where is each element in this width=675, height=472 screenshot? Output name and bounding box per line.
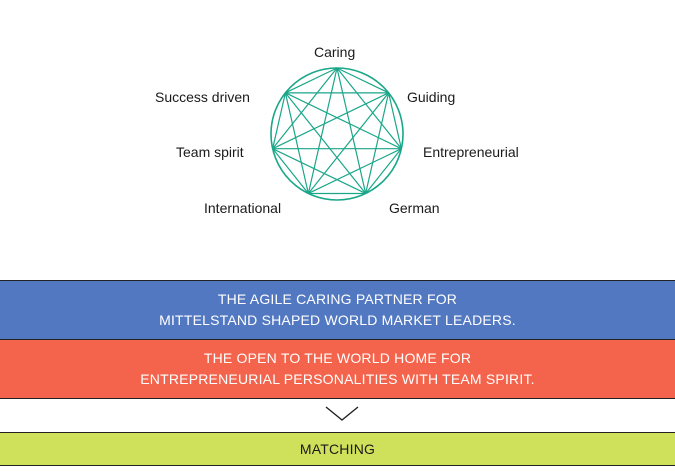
- node-label-international: International: [204, 200, 282, 216]
- connection-line: [284, 92, 309, 194]
- connection-line: [365, 148, 402, 194]
- connection-line: [336, 67, 402, 150]
- connection-line: [285, 67, 338, 94]
- connection-line: [272, 92, 389, 150]
- node-label-success-driven: Success driven: [155, 89, 250, 105]
- node-label-caring: Caring: [314, 44, 356, 60]
- node-label-guiding: Guiding: [407, 89, 456, 105]
- connection-line: [308, 148, 402, 195]
- connection-line: [388, 92, 402, 149]
- arrow-row: [0, 399, 675, 432]
- connection-line: [336, 67, 389, 94]
- connection-line: [272, 148, 366, 195]
- connection-line: [336, 67, 367, 194]
- blue-banner: THE AGILE CARING PARTNER FOR MITTELSTAND…: [0, 280, 675, 340]
- chevron-down-icon: [325, 406, 359, 421]
- blue-banner-line-1: THE AGILE CARING PARTNER FOR: [217, 291, 458, 307]
- connection-line: [272, 148, 309, 194]
- connection-line: [307, 92, 390, 194]
- blue-banner-line-2: MITTELSTAND SHAPED WORLD MARKET LEADERS.: [159, 312, 516, 328]
- node-label-german: German: [389, 200, 440, 216]
- connection-line: [307, 67, 338, 194]
- matching-banner: MATCHING: [0, 432, 675, 466]
- red-banner: THE OPEN TO THE WORLD HOME FOR ENTREPREN…: [0, 340, 675, 399]
- red-banner-line-1: THE OPEN TO THE WORLD HOME FOR: [203, 350, 472, 366]
- heptagram-graphic: [270, 67, 404, 201]
- connection-line: [272, 92, 286, 149]
- node-label-entrepreneurial: Entrepreneurial: [423, 144, 519, 160]
- connection-line: [365, 92, 390, 194]
- connection-line: [284, 92, 367, 194]
- matching-label: MATCHING: [299, 440, 376, 457]
- heptagram-diagram: Caring Guiding Entrepreneurial German In…: [155, 44, 519, 216]
- connection-line: [272, 67, 338, 150]
- red-banner-line-2: ENTREPRENEURIAL PERSONALITIES WITH TEAM …: [140, 371, 535, 387]
- connection-line: [285, 92, 402, 150]
- node-label-team-spirit: Team spirit: [176, 144, 244, 160]
- connection-lines: [272, 67, 402, 195]
